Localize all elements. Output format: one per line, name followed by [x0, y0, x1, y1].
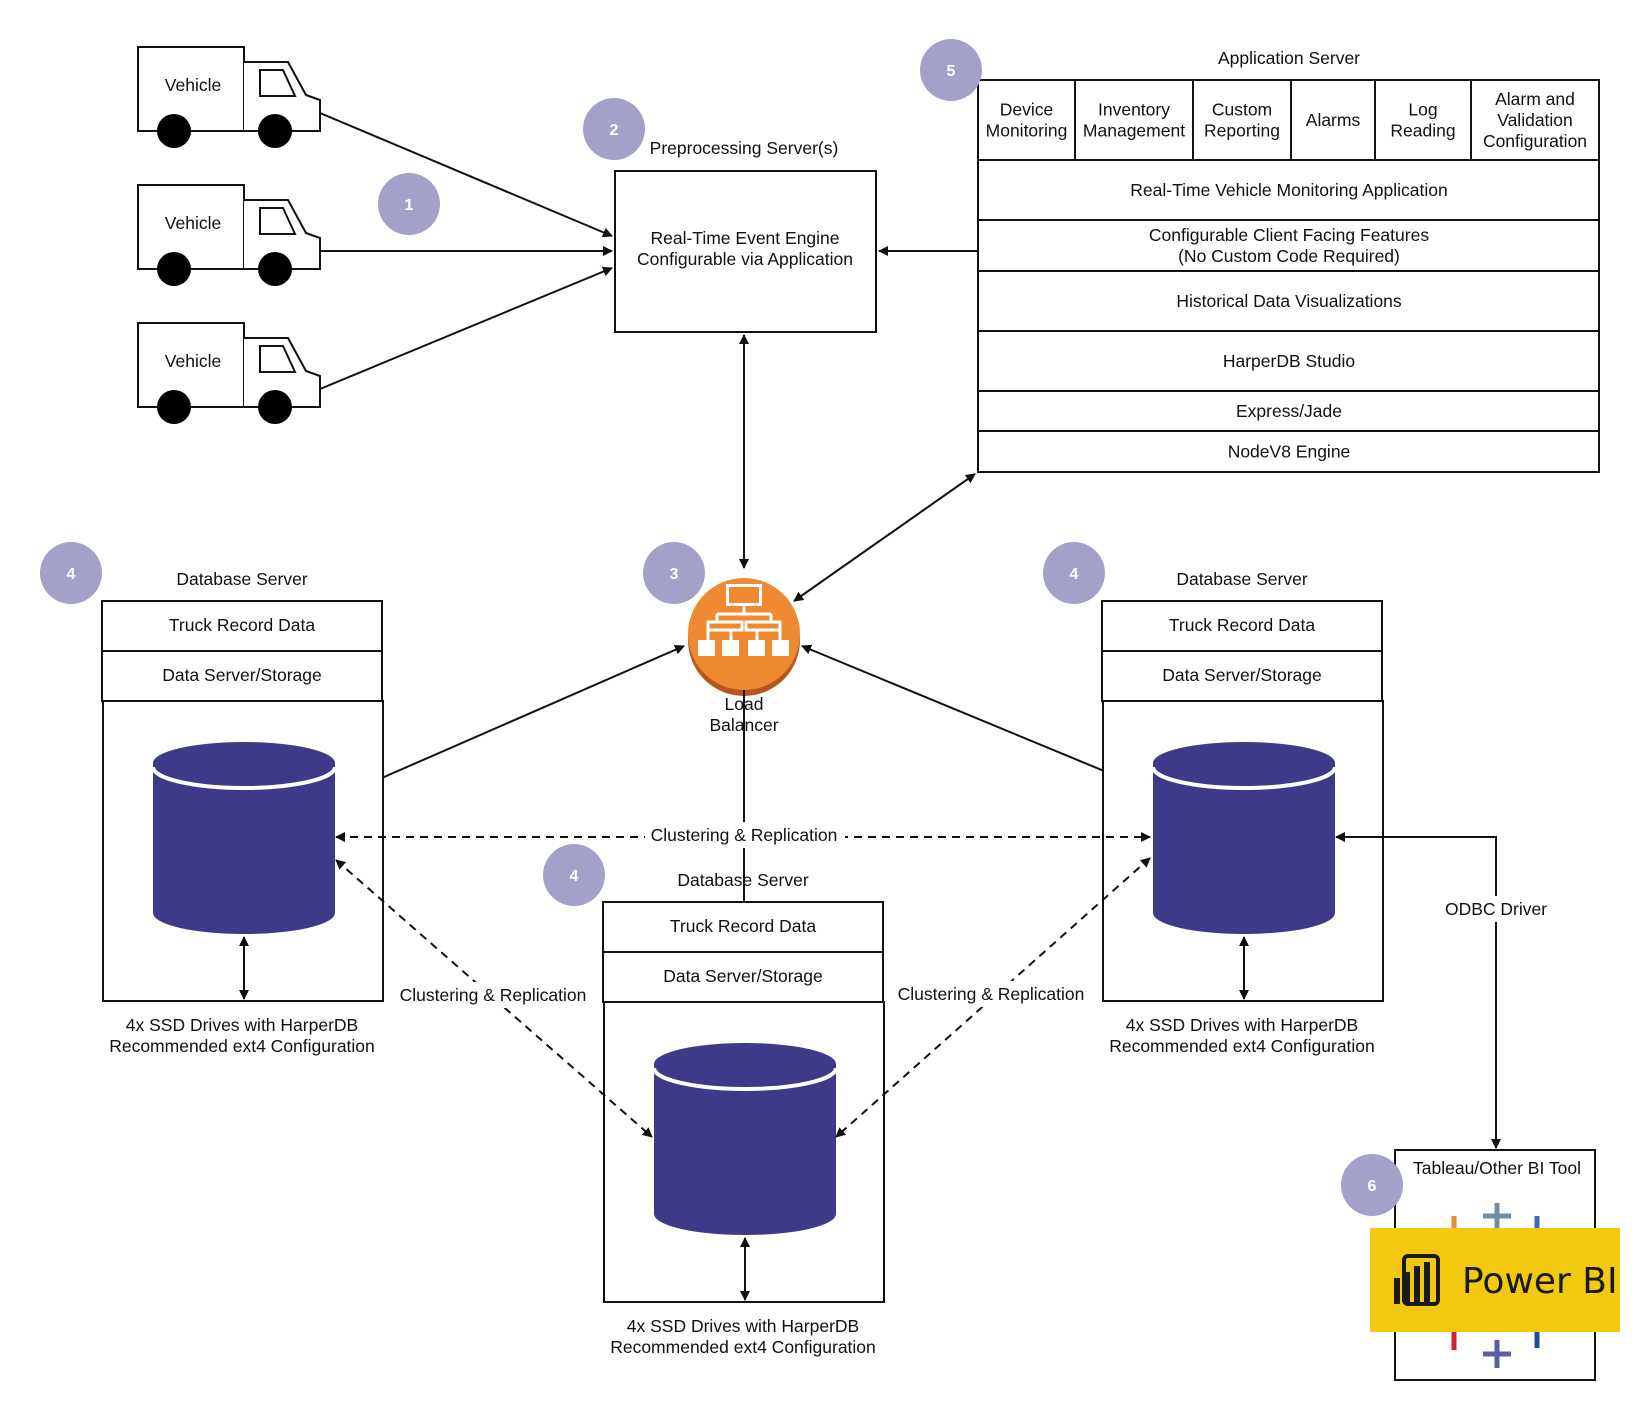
- step-badge: 5: [920, 39, 982, 101]
- clustering-label-top: Clustering & Replication: [651, 825, 838, 845]
- data-server-storage-label: Data Server/Storage: [162, 665, 322, 685]
- ssd-storage-line-2: Recommended ext4 Configuration: [610, 1337, 876, 1357]
- step-badge-number: 4: [1070, 566, 1079, 583]
- step-badge-number: 4: [67, 566, 76, 583]
- odbc-label: ODBC Driver: [1445, 899, 1547, 919]
- ssd-storage-line-2: Recommended ext4 Configuration: [1109, 1036, 1375, 1056]
- power-bi-banner: [1370, 1228, 1620, 1332]
- step-badge-number: 2: [610, 122, 619, 139]
- vehicle-2: Vehicle: [137, 184, 321, 286]
- app-module-label: Configuration: [1483, 131, 1587, 151]
- step-badge: 3: [643, 542, 705, 604]
- step-badge-number: 6: [1368, 1178, 1377, 1195]
- app-module-label: Management: [1083, 121, 1185, 141]
- app-module-label: Monitoring: [986, 121, 1068, 141]
- database-server-title: Database Server: [1176, 569, 1307, 589]
- app-module-label: Custom: [1212, 100, 1272, 120]
- load-balancer-label-1: Load: [725, 694, 764, 714]
- app-layer-label: HarperDB Studio: [1223, 351, 1355, 371]
- database-cylinder-icon: [151, 742, 337, 934]
- ssd-storage-line-1: 4x SSD Drives with HarperDB: [1126, 1015, 1358, 1035]
- loadbalancer-db-right-arrow: [801, 644, 1151, 792]
- step-badge-number: 5: [947, 63, 956, 80]
- ssd-storage-line-2: Recommended ext4 Configuration: [109, 1036, 375, 1056]
- data-server-storage-label: Data Server/Storage: [663, 966, 823, 986]
- app-layer-label: (No Custom Code Required): [1178, 246, 1400, 266]
- step-badge-number: 3: [670, 566, 679, 583]
- app-layer-label: NodeV8 Engine: [1228, 442, 1351, 462]
- ssd-storage-line-1: 4x SSD Drives with HarperDB: [627, 1316, 859, 1336]
- step-badge: 6: [1341, 1154, 1403, 1216]
- app-module-label: Reporting: [1204, 121, 1280, 141]
- app-module-label: Inventory: [1098, 100, 1170, 120]
- power-bi-icon: [1394, 1254, 1440, 1306]
- vehicle-1: Vehicle: [137, 46, 321, 148]
- clustering-label-right: Clustering & Replication: [898, 984, 1085, 1004]
- ssd-storage-line-1: 4x SSD Drives with HarperDB: [126, 1015, 358, 1035]
- step-badge-number: 4: [570, 868, 579, 885]
- app-module-label: Validation: [1497, 110, 1573, 130]
- preprocessing-title: Preprocessing Server(s): [650, 138, 839, 158]
- truck-record-data-label: Truck Record Data: [670, 916, 816, 936]
- truck-record-data-label: Truck Record Data: [1169, 615, 1315, 635]
- app-layer-label: Configurable Client Facing Features: [1149, 225, 1429, 245]
- load-balancer-label-2: Balancer: [709, 715, 778, 735]
- preprocessing-line-2: Configurable via Application: [637, 249, 853, 269]
- application-server-title: Application Server: [1218, 48, 1360, 68]
- power-bi-label: Power BI: [1462, 1261, 1618, 1302]
- app-module-label: Alarms: [1306, 110, 1361, 130]
- vehicle-1-arrow: [319, 112, 613, 238]
- preprocessing-server: Preprocessing Server(s) Real-Time Event …: [614, 138, 877, 333]
- load-balancer: [688, 578, 800, 696]
- step-badge: 4: [1043, 542, 1105, 604]
- app-layer-label: Historical Data Visualizations: [1176, 291, 1402, 311]
- load-balancer-circle: [688, 578, 800, 690]
- app-module-label: Device: [1000, 100, 1054, 120]
- data-server-storage-label: Data Server/Storage: [1162, 665, 1322, 685]
- step-badge: 4: [40, 542, 102, 604]
- app-loadbalancer-arrow: [793, 473, 976, 602]
- truck-record-data-label: Truck Record Data: [169, 615, 315, 635]
- loadbalancer-db-left-arrow: [335, 645, 685, 799]
- network-hierarchy-icon: [698, 584, 789, 656]
- app-layer-label: Real-Time Vehicle Monitoring Application: [1130, 180, 1447, 200]
- step-badge: 2: [583, 98, 645, 160]
- vehicle-label: Vehicle: [165, 213, 221, 233]
- step-badge: 4: [543, 844, 605, 906]
- step-badge-number: 1: [405, 197, 414, 214]
- odbc-connector: [1335, 832, 1497, 1148]
- bi-tool-title: Tableau/Other BI Tool: [1413, 1158, 1581, 1178]
- clustering-label-left: Clustering & Replication: [400, 985, 587, 1005]
- vehicle-label: Vehicle: [165, 75, 221, 95]
- vehicle-label: Vehicle: [165, 351, 221, 371]
- app-layer-label: Express/Jade: [1236, 401, 1342, 421]
- app-module-label: Reading: [1390, 121, 1455, 141]
- app-module-label: Alarm and: [1495, 89, 1575, 109]
- step-badge: 1: [378, 173, 440, 235]
- bi-tool: Tableau/Other BI Tool Power BI: [1370, 1149, 1620, 1381]
- preprocessing-line-1: Real-Time Event Engine: [650, 228, 839, 248]
- database-server-title: Database Server: [176, 569, 307, 589]
- app-module-label: Log: [1408, 100, 1437, 120]
- vehicle-3-arrow: [319, 266, 613, 390]
- database-cylinder-icon: [652, 1043, 838, 1235]
- database-cylinder-icon: [1151, 742, 1337, 934]
- vehicle-3: Vehicle: [137, 322, 321, 424]
- database-server-title: Database Server: [677, 870, 808, 890]
